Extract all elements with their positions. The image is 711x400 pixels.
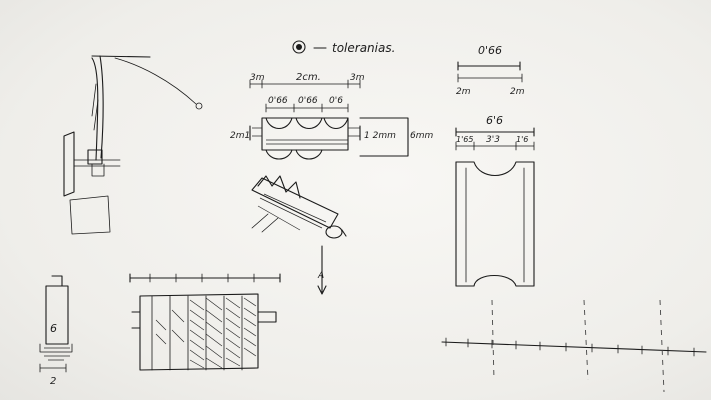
tooth-top-dim: 0'66 2m 2m bbox=[456, 44, 525, 97]
tooth-dim-right: 2m bbox=[510, 87, 525, 97]
lamp-stand-sketch bbox=[63, 55, 203, 235]
small-part-inner-label: 6 bbox=[50, 322, 57, 335]
ruler-sketch bbox=[441, 299, 707, 393]
tooth-dim-width: 0'66 bbox=[478, 44, 502, 57]
comb-front-view: 3m 2cm. 3m 0'66 0'66 0'6 2m1 1 2mm 6mm bbox=[230, 72, 433, 160]
dim-left: 2m1 bbox=[230, 131, 250, 141]
section-dim-right: 1'6 bbox=[516, 135, 528, 144]
dim-seg-1: 0'66 bbox=[268, 96, 288, 106]
tolerance-legend-text: toleranias. bbox=[332, 41, 395, 55]
section-arrow-label: A bbox=[317, 271, 324, 281]
dim-outer-height: 6mm bbox=[410, 131, 433, 141]
small-part-bottom-label: 2 bbox=[50, 376, 56, 387]
hatched-comb-sketch bbox=[129, 273, 281, 371]
section-dim-left: 1'65 bbox=[456, 135, 473, 144]
dim-seg-3: 0'6 bbox=[329, 96, 343, 106]
dim-top-left: 3m bbox=[250, 73, 265, 83]
dim-top-total: 2cm. bbox=[296, 72, 321, 83]
dim-top-right: 3m bbox=[350, 73, 365, 83]
small-part-sketch: 6 2 bbox=[39, 275, 73, 387]
section-dim-mid: 3'3 bbox=[486, 135, 500, 145]
comb-perspective: A bbox=[251, 175, 347, 295]
dim-inner-height: 1 2mm bbox=[364, 131, 396, 141]
tolerance-legend: toleranias. bbox=[292, 40, 395, 55]
section-dim-total: 6'6 bbox=[486, 114, 503, 127]
dim-seg-2: 0'66 bbox=[298, 96, 318, 106]
tooth-section-view: 6'6 1'65 3'3 1'6 bbox=[455, 114, 535, 287]
tooth-dim-left: 2m bbox=[456, 87, 471, 97]
